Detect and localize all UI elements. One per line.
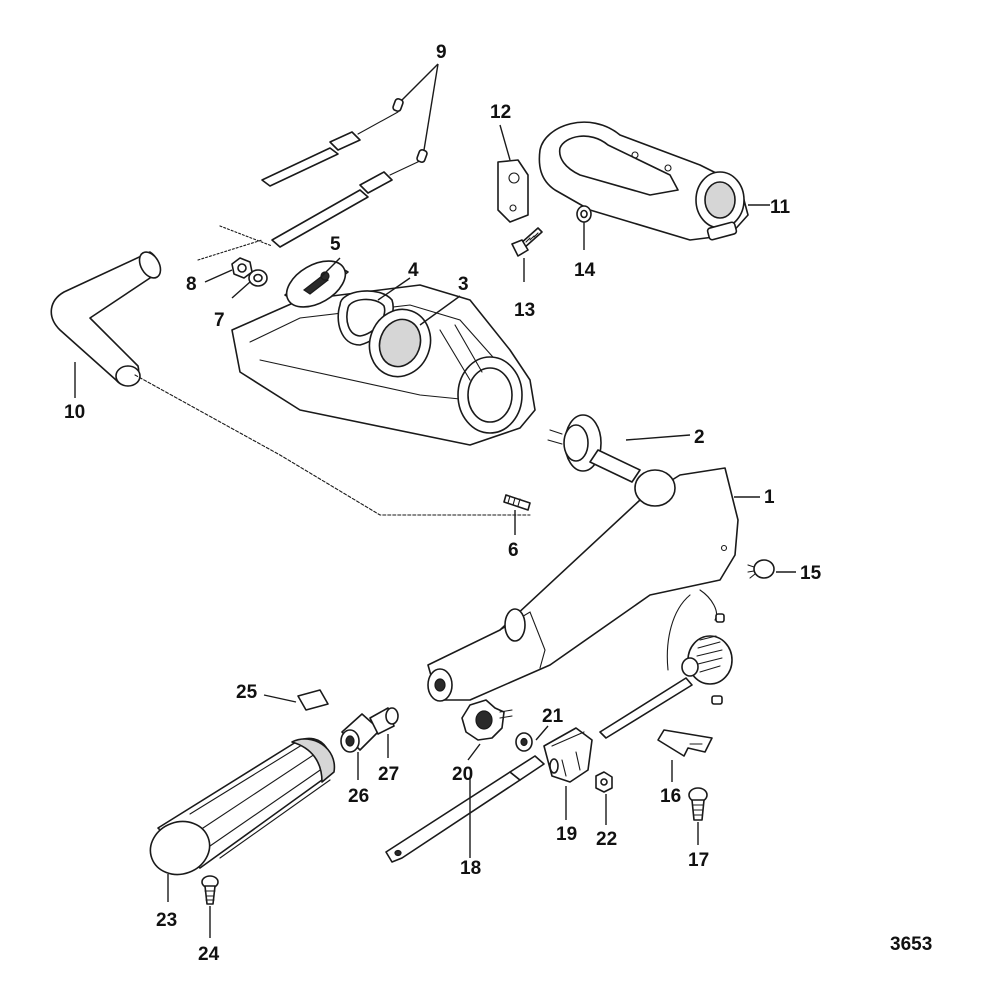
bolt-part-13 [511,227,543,257]
callout-5: 5 [330,234,341,255]
clamp-part-19 [543,727,593,783]
callout-8: 8 [186,274,197,295]
leader-lines [74,63,796,938]
plug-part-15 [747,559,775,579]
callout-15: 15 [800,563,822,584]
grommet-part-2 [547,414,641,483]
plate-part-5 [284,260,349,308]
nut-part-8 [231,257,253,279]
callout-12: 12 [490,102,511,123]
callout-24: 24 [198,944,220,965]
callout-19: 19 [556,824,577,845]
washer-part-14 [576,205,592,223]
callout-14: 14 [574,260,596,281]
callout-13: 13 [514,300,535,321]
washer-part-7 [248,269,268,287]
callout-3: 3 [458,274,469,295]
hose-part-10 [50,251,531,516]
knob-part-20 [461,699,513,741]
callout-16: 16 [660,786,681,807]
callout-26: 26 [348,786,369,807]
callout-4: 4 [408,260,419,281]
bushing-part-26 [340,713,381,753]
figure-number: 3653 [890,934,932,955]
tiller-arm-part-1 [427,467,739,702]
nut-part-22 [595,771,613,793]
callout-6: 6 [508,540,519,561]
stud-part-6 [503,494,531,511]
callout-labels: 9 12 11 5 4 3 8 7 13 14 10 2 1 6 15 25 2… [64,42,932,965]
cables-part-9 [197,98,428,261]
callout-17: 17 [688,850,709,871]
decal-part-25 [297,689,329,711]
callout-9: 9 [436,42,447,63]
callout-2: 2 [694,427,705,448]
grip-part-23 [149,737,336,876]
callout-1: 1 [764,487,775,508]
gasket-part-3 [368,308,432,378]
callout-11: 11 [770,197,791,218]
stop-switch-assembly [599,589,733,739]
callout-27: 27 [378,764,399,785]
screw-part-17 [688,787,708,821]
callout-23: 23 [156,910,177,931]
lock-plate-part-16 [657,729,713,757]
screw-part-24 [201,875,219,905]
washer-part-21 [515,732,533,752]
fitting-part-27 [369,707,399,735]
callout-22: 22 [596,829,617,850]
callout-21: 21 [542,706,564,727]
callout-25: 25 [236,682,258,703]
clip-part-12 [497,159,529,223]
callout-7: 7 [214,310,225,331]
handle-bracket-part-11 [538,121,749,241]
callout-10: 10 [64,402,85,423]
callout-18: 18 [460,858,481,879]
rod-part-18 [385,755,545,863]
callout-20: 20 [452,764,473,785]
